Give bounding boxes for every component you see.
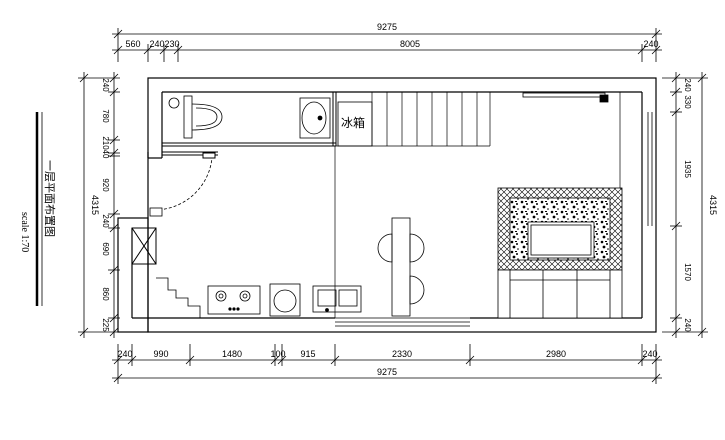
kitchen-sink-icon: [312, 285, 362, 313]
bottom-total-dim: 9275: [377, 367, 397, 377]
left-dim-2: 780: [101, 109, 110, 123]
toilet-icon: [168, 95, 223, 139]
left-total-dim: 4315: [90, 195, 100, 215]
dining-table: [391, 217, 411, 317]
top-dim-4: 8005: [400, 39, 420, 49]
bathroom-partition: [162, 92, 337, 159]
title-block: [35, 112, 43, 306]
washbasin-icon: [299, 97, 331, 139]
plan-scale: scale 1:70: [19, 212, 30, 252]
gas-stove-icon: [207, 285, 261, 315]
fridge-label: 冰箱: [341, 115, 365, 130]
bottom-dim-7: 2980: [546, 349, 566, 359]
plan-title: 一层平面布置图: [43, 160, 56, 237]
left-dim-4: 40: [101, 150, 110, 159]
top-total-dim: 9275: [377, 22, 397, 32]
bottom-dim-4: 100: [270, 349, 285, 359]
counter-step-outline: [156, 277, 201, 318]
right-total-dim: 4315: [708, 195, 718, 215]
left-dim-3: 210: [101, 136, 110, 150]
left-dimension-chain: [78, 72, 120, 338]
top-dim-1: 560: [125, 39, 140, 49]
left-dim-1: 240: [101, 78, 110, 92]
right-dim-4: 1570: [683, 263, 692, 281]
side-window: [647, 112, 657, 226]
bottom-dim-1: 240: [117, 349, 132, 359]
top-dim-3: 230: [164, 39, 179, 49]
left-dim-7: 690: [101, 242, 110, 256]
bottom-dim-2: 990: [153, 349, 168, 359]
right-dim-2: 330: [683, 95, 692, 109]
top-dim-5: 240: [643, 39, 658, 49]
left-dim-6: 240: [101, 214, 110, 228]
bathroom-door: [149, 157, 213, 217]
top-dim-2: 240: [149, 39, 164, 49]
right-dimension-chain: [662, 72, 708, 338]
left-dim-9: 225: [101, 318, 110, 332]
bottom-dim-3: 1480: [222, 349, 242, 359]
right-dim-3: 1935: [683, 160, 692, 178]
left-dim-5: 920: [101, 178, 110, 192]
washing-machine-icon: [269, 283, 301, 317]
bottom-dim-5: 915: [300, 349, 315, 359]
bottom-dimension-chain: [112, 344, 662, 384]
coffee-table: [527, 221, 595, 259]
wall-pier: [131, 227, 157, 265]
wall-shelf-icon: [522, 92, 609, 103]
sofa: [497, 269, 623, 319]
left-dim-8: 860: [101, 287, 110, 301]
top-dimension-chain: [112, 28, 662, 62]
staircase: [336, 92, 491, 147]
bottom-dim-8: 240: [642, 349, 657, 359]
bottom-dim-6: 2330: [392, 349, 412, 359]
right-dim-1: 240: [683, 78, 692, 92]
right-dim-5: 240: [683, 318, 692, 332]
front-window: [335, 317, 470, 327]
dining-chairs: [377, 233, 425, 305]
